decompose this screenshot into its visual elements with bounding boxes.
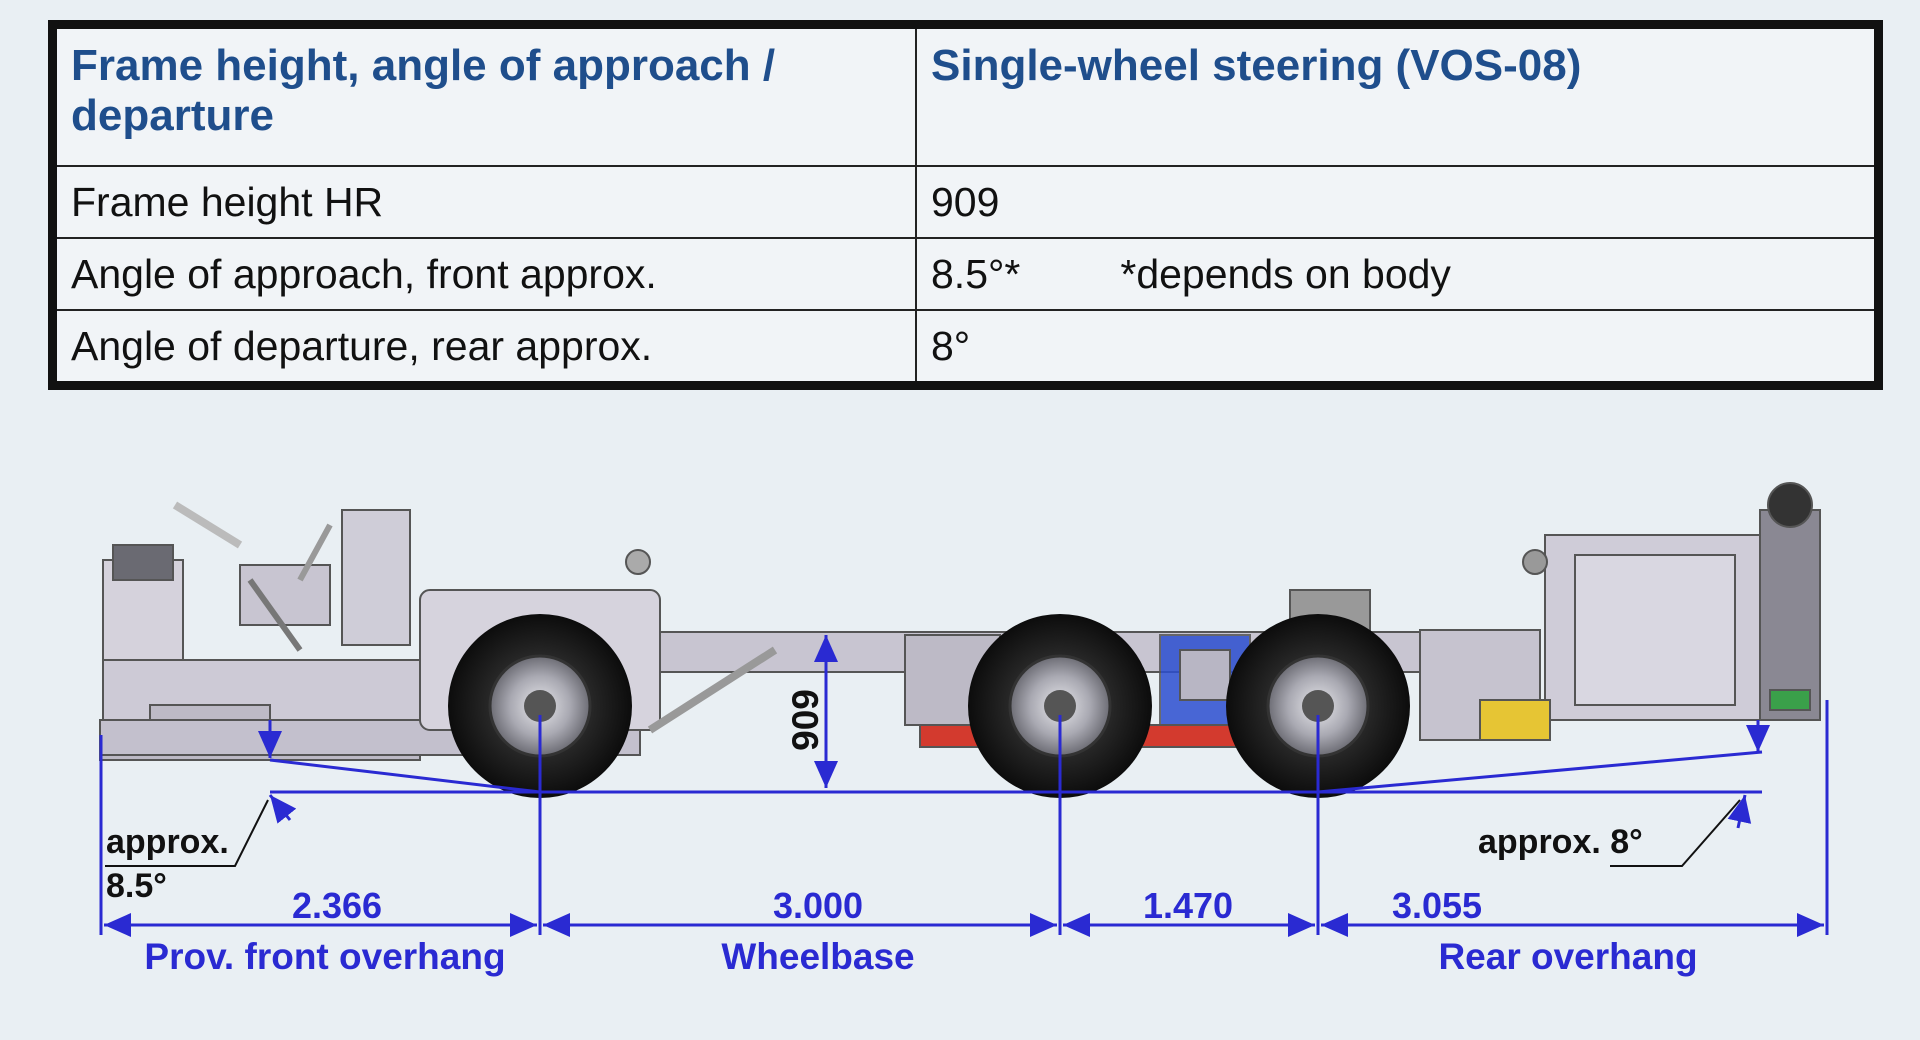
- leader-lines: [105, 799, 1741, 867]
- middle-wheel: [968, 614, 1152, 798]
- value-text: 909: [931, 178, 1000, 225]
- table-header-row: Frame height, angle of approach / depart…: [51, 23, 1880, 167]
- spec-table: Frame height, angle of approach / depart…: [48, 20, 1883, 390]
- table-row: Angle of departure, rear approx. 8°: [51, 309, 1880, 387]
- dimension-lines: [99, 635, 1829, 937]
- dim-label-wheelbase: Wheelbase: [721, 936, 914, 977]
- value-text: 8°: [931, 322, 971, 369]
- row-value: 8.5°* *depends on body: [915, 237, 1880, 311]
- table-row: Frame height HR 909: [51, 165, 1880, 239]
- dim-value-front-overhang: 2.366: [292, 885, 382, 926]
- departure-angle-line: [1317, 750, 1763, 794]
- approach-angle-label-line1: approx.: [106, 823, 229, 861]
- approach-angle-arrow: [268, 794, 297, 824]
- rear-wheel: [1226, 614, 1410, 798]
- departure-angle-arrow: [1727, 794, 1752, 829]
- frame-height-label: 909: [785, 689, 826, 751]
- approach-angle-line: [269, 758, 541, 794]
- header-cell-variant: Single-wheel steering (VOS-08): [915, 23, 1880, 167]
- value-text: 8.5°*: [931, 250, 1021, 297]
- row-label: Angle of departure, rear approx.: [51, 309, 917, 387]
- dim-label-rear-overhang: Rear overhang: [1438, 936, 1697, 977]
- chassis-illustration: [99, 482, 1821, 798]
- rear-engine-module: [1419, 482, 1821, 741]
- dim-value-wheelbase: 3.000: [773, 885, 863, 926]
- row-label: Frame height HR: [51, 165, 917, 239]
- front-wheel: [448, 614, 632, 798]
- dim-value-rear-overhang: 3.055: [1392, 885, 1482, 926]
- table-row: Angle of approach, front approx. 8.5°* *d…: [51, 237, 1880, 311]
- row-label: Angle of approach, front approx.: [51, 237, 917, 311]
- dim-value-axle-spacing: 1.470: [1143, 885, 1233, 926]
- header-cell-property: Frame height, angle of approach / depart…: [51, 23, 917, 167]
- row-value: 909: [915, 165, 1880, 239]
- approach-angle-label-line2: 8.5°: [106, 867, 167, 905]
- row-value: 8°: [915, 309, 1880, 387]
- departure-angle-label: approx. 8°: [1478, 823, 1643, 861]
- dim-label-front-overhang: Prov. front overhang: [144, 936, 505, 977]
- footnote-text: *depends on body: [1120, 250, 1451, 297]
